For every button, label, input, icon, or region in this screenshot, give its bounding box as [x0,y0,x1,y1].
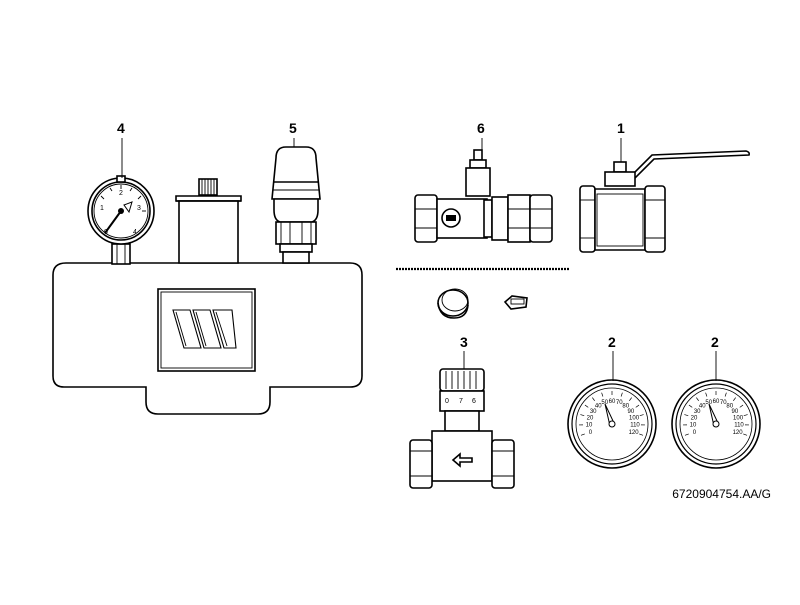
gauge-tick-1: 1 [100,205,104,212]
document-id: 6720904754.AA/G [672,487,771,501]
key-icon [505,296,527,309]
thermometer-tick: 60 [609,399,616,405]
callout-2a: 2 [608,334,616,381]
thermometer-tick: 100 [733,415,744,421]
thermometer-tick: 90 [731,409,738,415]
callout-2b: 2 [711,334,719,381]
thermometer-tick: 90 [627,409,634,415]
gauge-tick-3: 3 [137,205,141,212]
thermometer-tick: 120 [629,430,640,436]
thermometer-tick: 30 [590,409,597,415]
thermometer-tick: 120 [733,430,744,436]
callout-1: 1 [617,120,625,162]
callout-5: 5 [289,120,297,147]
callout-6: 6 [477,120,485,150]
callout-6-label: 6 [477,120,485,136]
thermometer-tick: 10 [586,423,593,429]
callout-5-label: 5 [289,120,297,136]
gauge-tick-4: 4 [133,229,137,236]
limiter-scale-0: 0 [445,398,449,405]
expansion-chamber-icon [176,179,241,263]
thermometer-tick: 30 [694,409,701,415]
callout-2a-label: 2 [608,334,616,350]
thermometer-tick: 110 [734,423,744,429]
limiter-scale-6: 6 [472,398,476,405]
pressure-gauge-icon: 0 1 2 3 4 [88,176,154,264]
thermometer-tick: 20 [587,415,594,421]
gauge-tick-2: 2 [119,190,123,197]
thermometer-tick: 10 [690,423,697,429]
limiter-scale-7: 7 [459,398,463,405]
safety-group-housing: 0 1 2 3 4 [53,147,362,414]
thermometer-tick: 60 [713,399,720,405]
callout-4-label: 4 [117,120,125,136]
flow-limiter-icon: 0 7 6 [410,369,514,488]
air-vent-icon [272,147,320,263]
callout-2b-label: 2 [711,334,719,350]
thermometer-tick: 110 [630,423,640,429]
fill-valve-icon [415,150,552,242]
callout-4: 4 [117,120,125,178]
callout-3: 3 [460,334,468,369]
thermometer-tick: 20 [691,415,698,421]
thermometer-tick: 100 [629,415,640,421]
callout-1-label: 1 [617,120,625,136]
ball-valve-icon [580,151,749,252]
cap-icon [438,289,468,318]
callout-3-label: 3 [460,334,468,350]
